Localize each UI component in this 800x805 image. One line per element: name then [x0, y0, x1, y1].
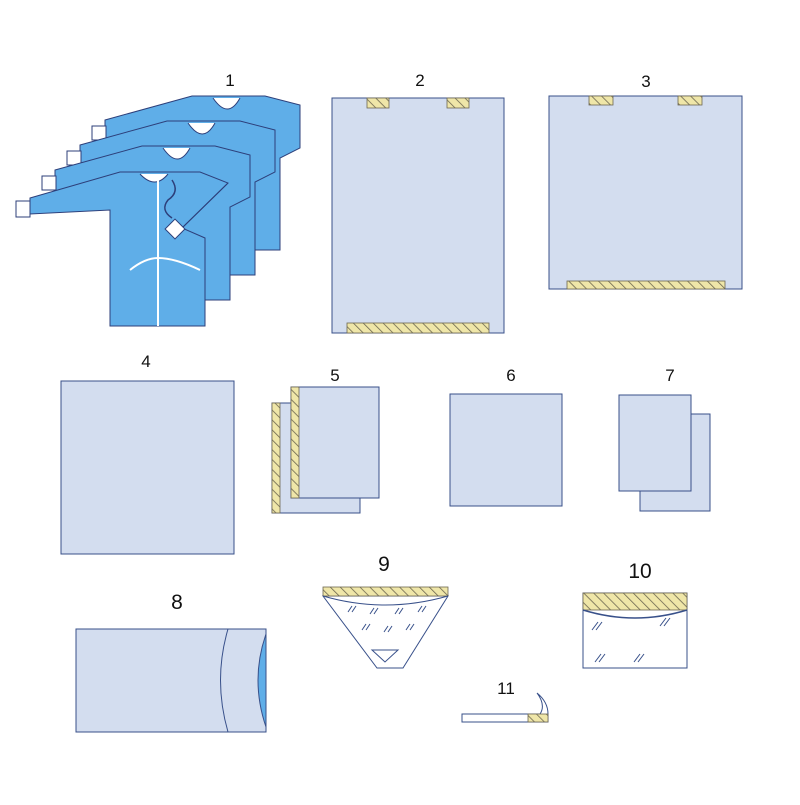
item-number-label: 8 — [171, 591, 183, 614]
item-number-label: 10 — [628, 560, 652, 583]
drape-2 — [331, 97, 505, 334]
drape-6 — [449, 393, 563, 507]
item-number-label: 5 — [330, 366, 340, 385]
item-number-label: 7 — [665, 366, 675, 385]
gown-front — [15, 171, 229, 327]
towels-7 — [618, 394, 711, 512]
drape-4 — [60, 380, 235, 555]
pouch-9 — [322, 586, 449, 669]
item-number-label: 3 — [641, 72, 651, 91]
item-number-label: 6 — [506, 366, 516, 385]
instrument-drape-8 — [75, 628, 267, 733]
item-number-label: 4 — [141, 352, 151, 371]
item-number-label: 2 — [415, 71, 425, 90]
tape-11 — [461, 692, 549, 723]
item-number-label: 11 — [497, 679, 515, 698]
pouch-10 — [582, 592, 688, 669]
drape-3 — [548, 95, 743, 290]
item-number-label: 1 — [225, 71, 235, 90]
item-number-label: 9 — [378, 553, 390, 576]
surgical-gown-stack-icon — [15, 95, 301, 327]
drape-5 — [271, 386, 380, 514]
